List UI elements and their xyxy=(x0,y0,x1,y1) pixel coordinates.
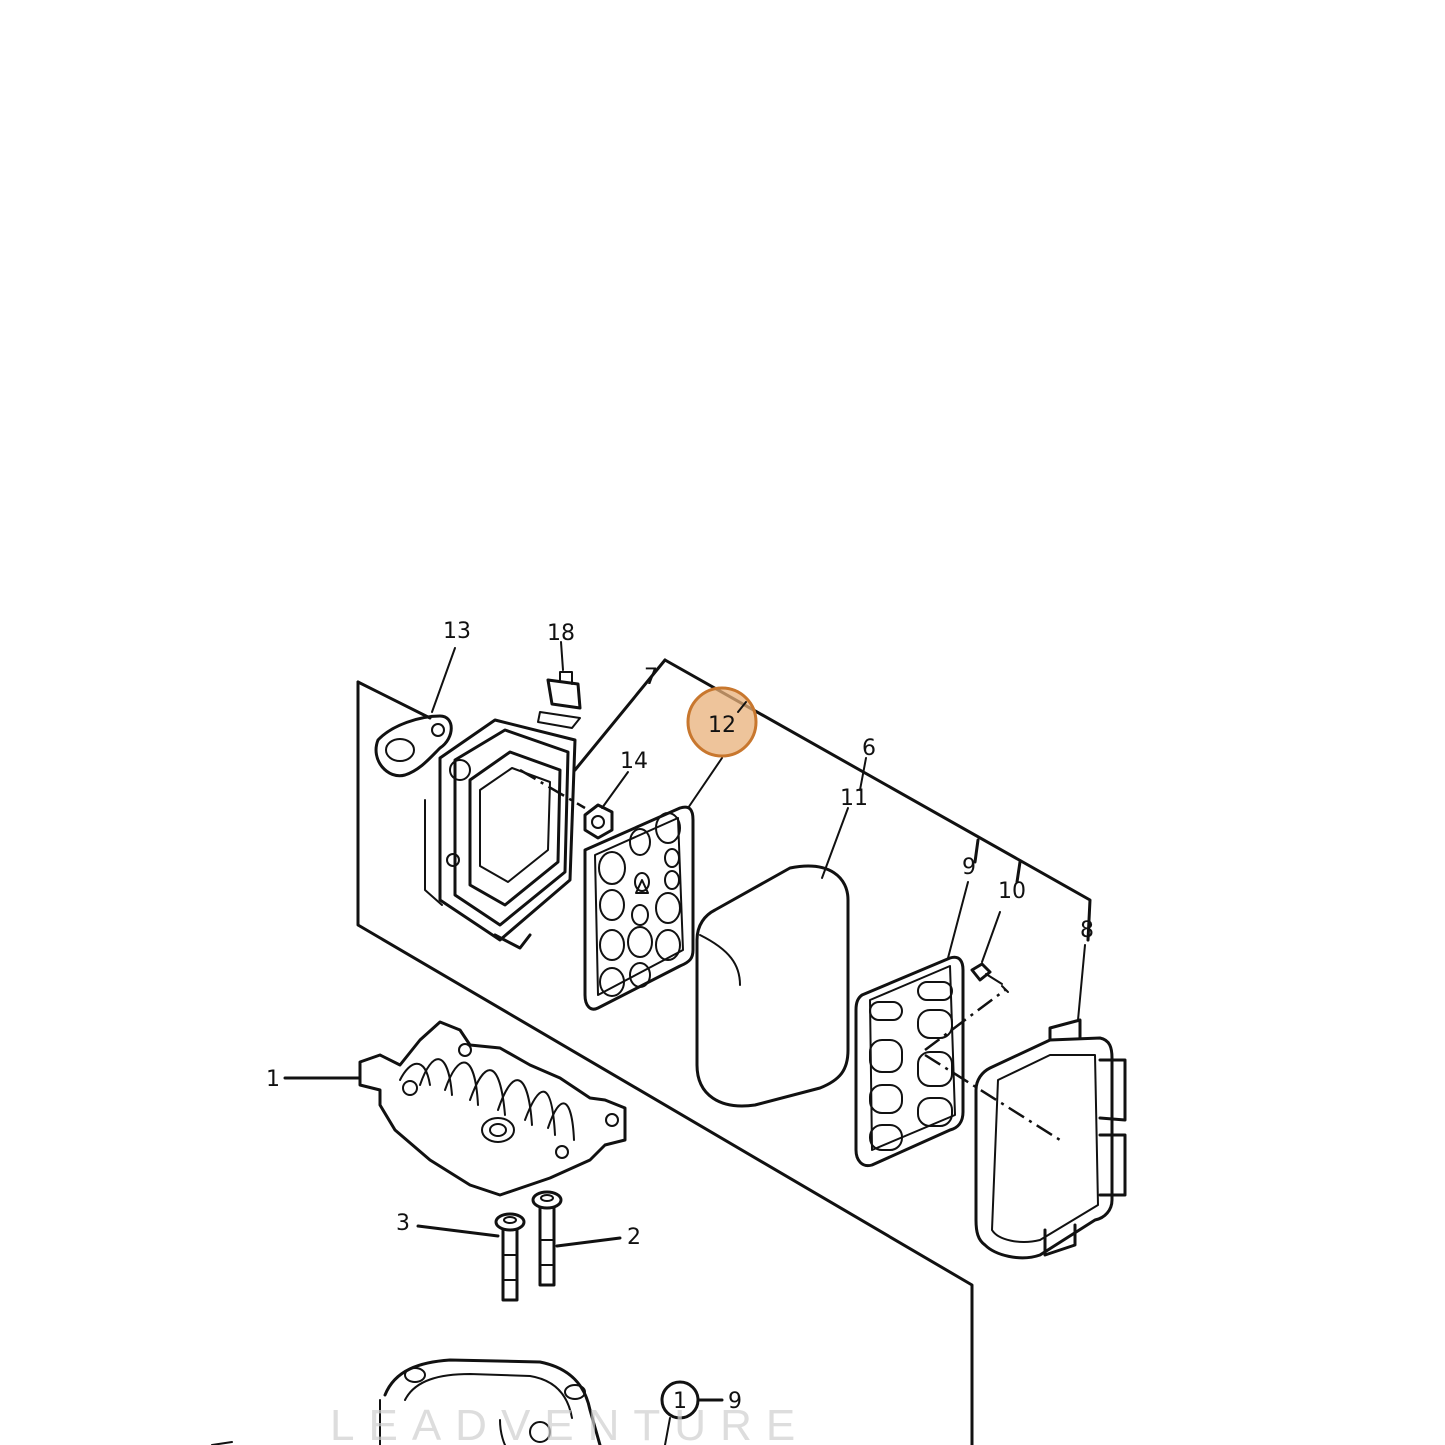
highlight-marker[interactable] xyxy=(686,686,758,758)
bolt-3 xyxy=(416,1212,526,1302)
callout-9: 9 xyxy=(962,855,976,880)
callout-2: 2 xyxy=(627,1225,641,1250)
nut-14 xyxy=(583,771,629,840)
callout-10: 10 xyxy=(998,879,1026,904)
callout-14: 14 xyxy=(620,749,648,774)
callout-1: 1 xyxy=(266,1067,280,1092)
callout-8: 8 xyxy=(1080,918,1094,943)
watermark: LEADVENTURE xyxy=(330,1401,809,1445)
callout-7: 7 xyxy=(644,665,658,690)
callout-11: 11 xyxy=(840,786,868,811)
assembly-frame xyxy=(356,658,1092,1445)
circled-ref-number: 9 xyxy=(728,1389,742,1414)
clip-18 xyxy=(537,641,582,729)
air-filter-housing xyxy=(424,718,586,950)
callout-18: 18 xyxy=(547,621,575,646)
callout-13: 13 xyxy=(443,619,471,644)
cover-8 xyxy=(924,944,1127,1260)
screw-10 xyxy=(924,911,1009,1051)
circled-reference: 1 9 xyxy=(660,1380,742,1420)
gasket-13 xyxy=(374,647,456,778)
cylinder-head-1 xyxy=(283,1020,627,1197)
callout-6: 6 xyxy=(862,736,876,761)
cylinder-partial xyxy=(211,1358,671,1445)
grid-9 xyxy=(854,881,969,1168)
callout-12: 12 xyxy=(708,713,736,738)
filter-plate-12 xyxy=(583,757,723,1011)
bolt-2 xyxy=(531,1190,622,1287)
foam-element-11 xyxy=(695,757,867,1108)
callout-3: 3 xyxy=(396,1211,410,1236)
circled-number: 1 xyxy=(673,1389,687,1414)
leader-12 xyxy=(737,701,747,713)
